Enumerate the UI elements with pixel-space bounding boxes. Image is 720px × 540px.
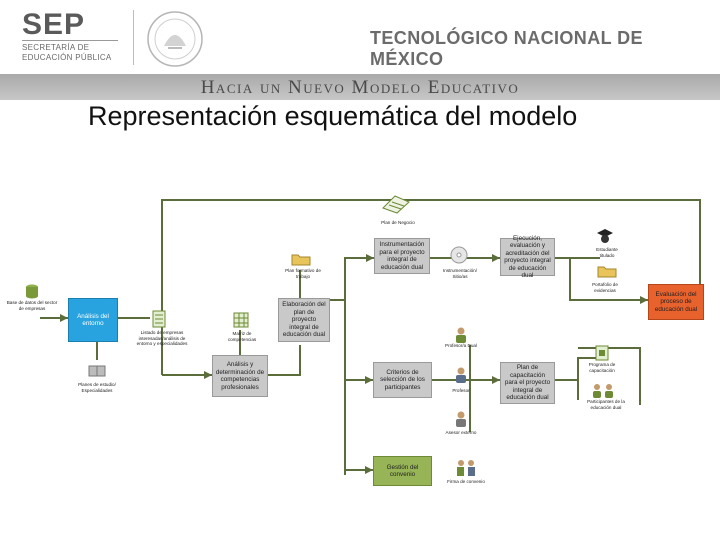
- box-instrumentacion: Instrumentación para el proyecto integra…: [374, 238, 430, 274]
- label-profesor-dual: Profesor/a Dual: [445, 343, 477, 348]
- page-title: Representación esquemática del modelo: [88, 101, 578, 131]
- box-elaboracion-plan: Elaboración del plan de proyecto integra…: [278, 298, 330, 342]
- label-asesor-externo: Asesor externo: [445, 430, 477, 435]
- box-gestion-convenio: Gestión del convenio: [373, 456, 432, 486]
- sep-logo-subtitle: SECRETARÍA DE EDUCACIÓN PÚBLICA: [22, 43, 112, 63]
- portfolio-folder-icon: [597, 266, 617, 278]
- sep-subtitle-line-2: EDUCACIÓN PÚBLICA: [22, 53, 112, 62]
- matrix-icon: [233, 312, 249, 328]
- participants-icon: [593, 384, 613, 398]
- folder-icon: [291, 254, 311, 266]
- header-band: [0, 74, 720, 100]
- external-advisor-icon: [456, 411, 466, 427]
- teacher-dual-icon: [456, 327, 466, 343]
- sep-logo-divider: [22, 40, 118, 41]
- graduate-icon: [597, 229, 613, 243]
- box-analisis-entorno: Análisis del entorno: [68, 298, 118, 342]
- label-planes-estudio: Planes de estudio/ Especialidades: [78, 382, 116, 393]
- teacher-icon: [456, 367, 466, 383]
- national-seal-icon: [147, 11, 203, 67]
- label-programa-capacitacion: Programa de capacitación: [588, 362, 616, 373]
- label-instrumentacion: Instrumentación/ Sitio/as: [443, 268, 477, 279]
- training-program-icon: [595, 345, 609, 361]
- document-list-icon: [152, 310, 166, 328]
- box-plan-capacitacion: Plan de capacitación para el proyecto in…: [500, 362, 555, 404]
- label-portafolio: Portafolio de evidencias: [592, 282, 618, 293]
- label-plan-trabajo: Plan formativo de trabajo: [285, 268, 321, 279]
- sep-logo-text: SEP: [22, 8, 86, 41]
- box-analisis-competencias: Análisis y determinación de competencias…: [212, 355, 268, 397]
- box-criterios-seleccion: Criterios de selección de los participan…: [373, 362, 432, 398]
- header-divider: [133, 10, 134, 65]
- loop-top-line: [161, 199, 701, 330]
- label-estudiante-titulado: Estudiante titulado: [596, 247, 618, 258]
- database-icon: [26, 284, 38, 299]
- label-profesor: Profesor: [452, 388, 470, 393]
- header: SEP SECRETARÍA DE EDUCACIÓN PÚBLICA TECN…: [0, 0, 720, 75]
- box-ejecucion-evaluacion: Ejecución, evaluación y acreditación del…: [500, 235, 555, 279]
- sep-subtitle-line-1: SECRETARÍA DE: [22, 43, 90, 52]
- books-icon: [88, 365, 106, 377]
- handshake-icon: [457, 460, 475, 476]
- band-text: Hacia un Nuevo Modelo Educativo: [200, 77, 520, 98]
- box-evaluacion-proceso: Evaluación del proceso de educación dual: [648, 284, 704, 320]
- label-firma-convenio: Firma de convenio: [447, 479, 485, 484]
- business-plan-icon: [382, 195, 410, 214]
- label-listado-empresas: Listado de empresas interesadas/análisis…: [136, 330, 188, 346]
- label-participantes: Participantes de la educación dual: [587, 399, 625, 410]
- label-plan-negocio: Plan de Negocio: [381, 220, 415, 225]
- label-base-datos: Base de datos del sector de empresas: [6, 300, 58, 311]
- label-matriz-competencias: Matriz de competencias: [227, 331, 257, 342]
- institution-name: TECNOLÓGICO NACIONAL DE MÉXICO: [370, 28, 643, 69]
- disc-icon: [450, 246, 468, 264]
